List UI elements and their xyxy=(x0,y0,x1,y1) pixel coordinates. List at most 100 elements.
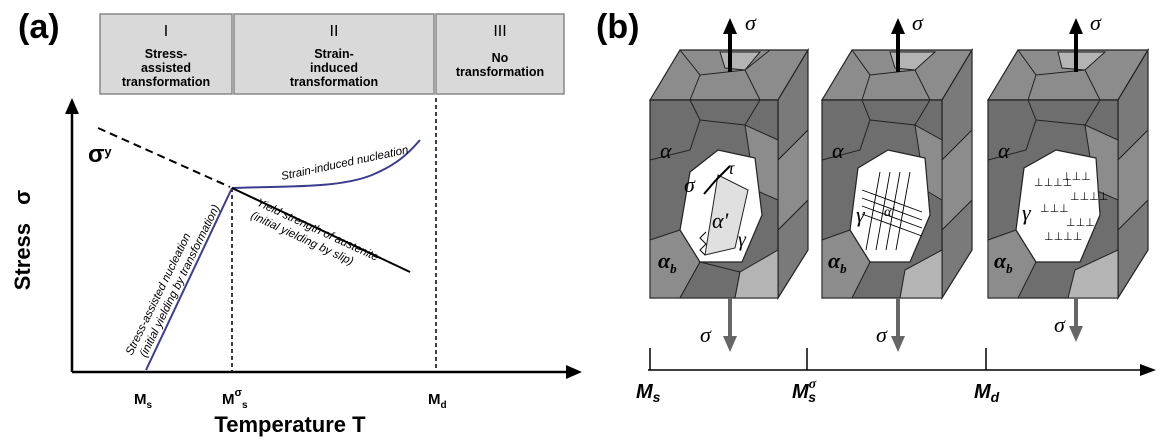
panel-b-label-msigma: M xyxy=(792,381,810,403)
block-3-top-arrow xyxy=(1069,18,1083,34)
y-axis-symbol: σ xyxy=(10,190,35,205)
block-3-bottom-sigma: σ xyxy=(1054,312,1066,337)
region-3-line1: No xyxy=(492,51,509,65)
panel-a-label: (a) xyxy=(18,8,60,46)
block-3-austenite-grain xyxy=(1015,149,1101,263)
sigma-y-sub: y xyxy=(104,144,112,159)
block-2-bottom-arrow xyxy=(891,336,905,352)
svg-text:Ms: Ms xyxy=(636,381,661,405)
svg-text:Ms: Ms xyxy=(134,391,153,411)
svg-text:αb: αb xyxy=(658,248,677,276)
tick-md-sub: d xyxy=(441,400,447,411)
panel-a: (a) I Stress- assisted transformation II… xyxy=(10,8,582,437)
block-3-alpha-b: α xyxy=(994,248,1007,273)
block-2-top-sigma: σ xyxy=(912,10,924,35)
panel-b-label: (b) xyxy=(596,8,639,46)
region-box-1 xyxy=(99,13,233,95)
block-1-tau: τ xyxy=(728,158,735,178)
yield-stress-dashed-line xyxy=(97,127,231,188)
region-box-2 xyxy=(233,13,435,95)
svg-text:⊥⊥⊥⊥: ⊥⊥⊥⊥ xyxy=(1070,191,1108,203)
grain-block-3: ⊥⊥⊥⊥ ⊥⊥⊥ ⊥⊥⊥⊥ ⊥⊥⊥ ⊥⊥⊥ ⊥⊥⊥⊥ γ α αb σ σ xyxy=(986,10,1150,342)
svg-text:⊥⊥⊥⊥: ⊥⊥⊥⊥ xyxy=(1034,177,1072,189)
region-1-line1: Stress- xyxy=(145,47,187,61)
block-1-top-sigma: σ xyxy=(745,10,757,35)
tick-msigma: M xyxy=(222,391,235,408)
panel-b-label-md-sub: d xyxy=(991,389,1000,405)
svg-text:⊥⊥⊥: ⊥⊥⊥ xyxy=(1066,217,1095,229)
block-1-bottom-arrow xyxy=(723,336,737,352)
panel-b-label-md: M xyxy=(974,381,992,403)
strain-induced-curve xyxy=(231,139,421,189)
panel-b-axis-arrow xyxy=(1140,364,1156,376)
block-1-gamma: γ xyxy=(738,229,747,251)
block-2-alpha: α xyxy=(832,138,844,163)
region-2-line3: transformation xyxy=(290,75,378,89)
block-2-alpha-b-sub: b xyxy=(840,261,847,276)
block-2-top-arrow xyxy=(891,18,905,34)
block-2-gamma: γ xyxy=(856,202,866,227)
svg-text:Md: Md xyxy=(974,381,1000,405)
block-3-gamma: γ xyxy=(1022,200,1032,225)
svg-text:αb: αb xyxy=(828,248,847,276)
block-2-alpha-prime: α' xyxy=(884,205,895,220)
tick-ms-sub: s xyxy=(147,400,153,411)
stress-assisted-curve xyxy=(145,187,233,371)
panel-b-label-ms-sub: s xyxy=(653,389,661,405)
y-axis-label: Stress xyxy=(10,223,35,290)
sigma-y-symbol: σ xyxy=(88,141,104,168)
grain-block-1: σ τ α' γ α αb σ σ xyxy=(648,10,810,352)
region-2-roman: II xyxy=(330,23,339,40)
austenite-yield-line xyxy=(231,187,411,273)
svg-text:Md: Md xyxy=(428,391,447,411)
block-2-shear-bands xyxy=(861,171,923,251)
block-1-alpha-b-sub: b xyxy=(670,261,677,276)
region-1-roman: I xyxy=(164,23,168,40)
region-3-roman: III xyxy=(493,23,506,40)
grain-block-2: α' γ α αb σ σ xyxy=(820,10,974,352)
x-axis-label: Temperature T xyxy=(214,412,366,437)
svg-text:Mσs: Mσs xyxy=(222,387,248,411)
tick-msigma-sup: σ xyxy=(235,387,243,399)
svg-text:⊥⊥⊥: ⊥⊥⊥ xyxy=(1040,203,1069,215)
block-3-alpha-b-sub: b xyxy=(1006,261,1013,276)
region-box-3 xyxy=(435,13,565,95)
block-2-austenite-grain xyxy=(849,149,931,263)
block-3-dislocations: ⊥⊥⊥⊥ ⊥⊥⊥ ⊥⊥⊥⊥ ⊥⊥⊥ ⊥⊥⊥ ⊥⊥⊥⊥ xyxy=(1034,171,1108,243)
svg-text:σy: σy xyxy=(88,141,112,168)
svg-text:⊥⊥⊥⊥: ⊥⊥⊥⊥ xyxy=(1044,231,1082,243)
svg-text:⊥⊥⊥: ⊥⊥⊥ xyxy=(1062,171,1091,183)
y-axis-label-group: Stress σ xyxy=(10,190,35,290)
block-2-bottom-sigma: σ xyxy=(876,322,888,347)
block-1-alpha: α xyxy=(660,138,672,163)
block-1-sigma: σ xyxy=(684,172,696,197)
region-1-line3: transformation xyxy=(122,75,210,89)
tick-msigma-sub: s xyxy=(242,400,248,411)
block-1-martensite-plate xyxy=(704,174,749,256)
region-2-line1: Strain- xyxy=(314,47,354,61)
tick-ms: M xyxy=(134,391,147,408)
panel-b-label-msigma-sub: s xyxy=(808,389,816,405)
block-1-alpha-prime: α' xyxy=(712,208,729,233)
block-3-alpha: α xyxy=(998,138,1010,163)
panel-b: (b) xyxy=(596,8,1156,405)
stress-assisted-label-line2: (initial yielding by transformation) xyxy=(138,203,223,359)
region-1-line2: assisted xyxy=(141,61,191,75)
tick-md: M xyxy=(428,391,441,408)
strain-induced-label: Strain-induced nucleation xyxy=(280,144,409,183)
region-3-line2: transformation xyxy=(456,65,544,79)
block-3-top-sigma: σ xyxy=(1090,10,1102,35)
x-axis-arrow xyxy=(566,365,582,379)
y-axis-arrow xyxy=(65,98,79,114)
block-1-alpha-b: α xyxy=(658,248,671,273)
svg-text:Stress σ: Stress σ xyxy=(10,190,35,290)
block-2-alpha-b: α xyxy=(828,248,841,273)
region-boxes: I Stress- assisted transformation II Str… xyxy=(99,13,565,95)
panel-b-label-msigma-sup: σ xyxy=(809,377,817,392)
block-1-top-arrow xyxy=(723,18,737,34)
svg-text:αb: αb xyxy=(994,248,1013,276)
region-2-line2: induced xyxy=(310,61,358,75)
block-3-bottom-arrow xyxy=(1069,326,1083,342)
block-1-bottom-sigma: σ xyxy=(700,322,712,347)
